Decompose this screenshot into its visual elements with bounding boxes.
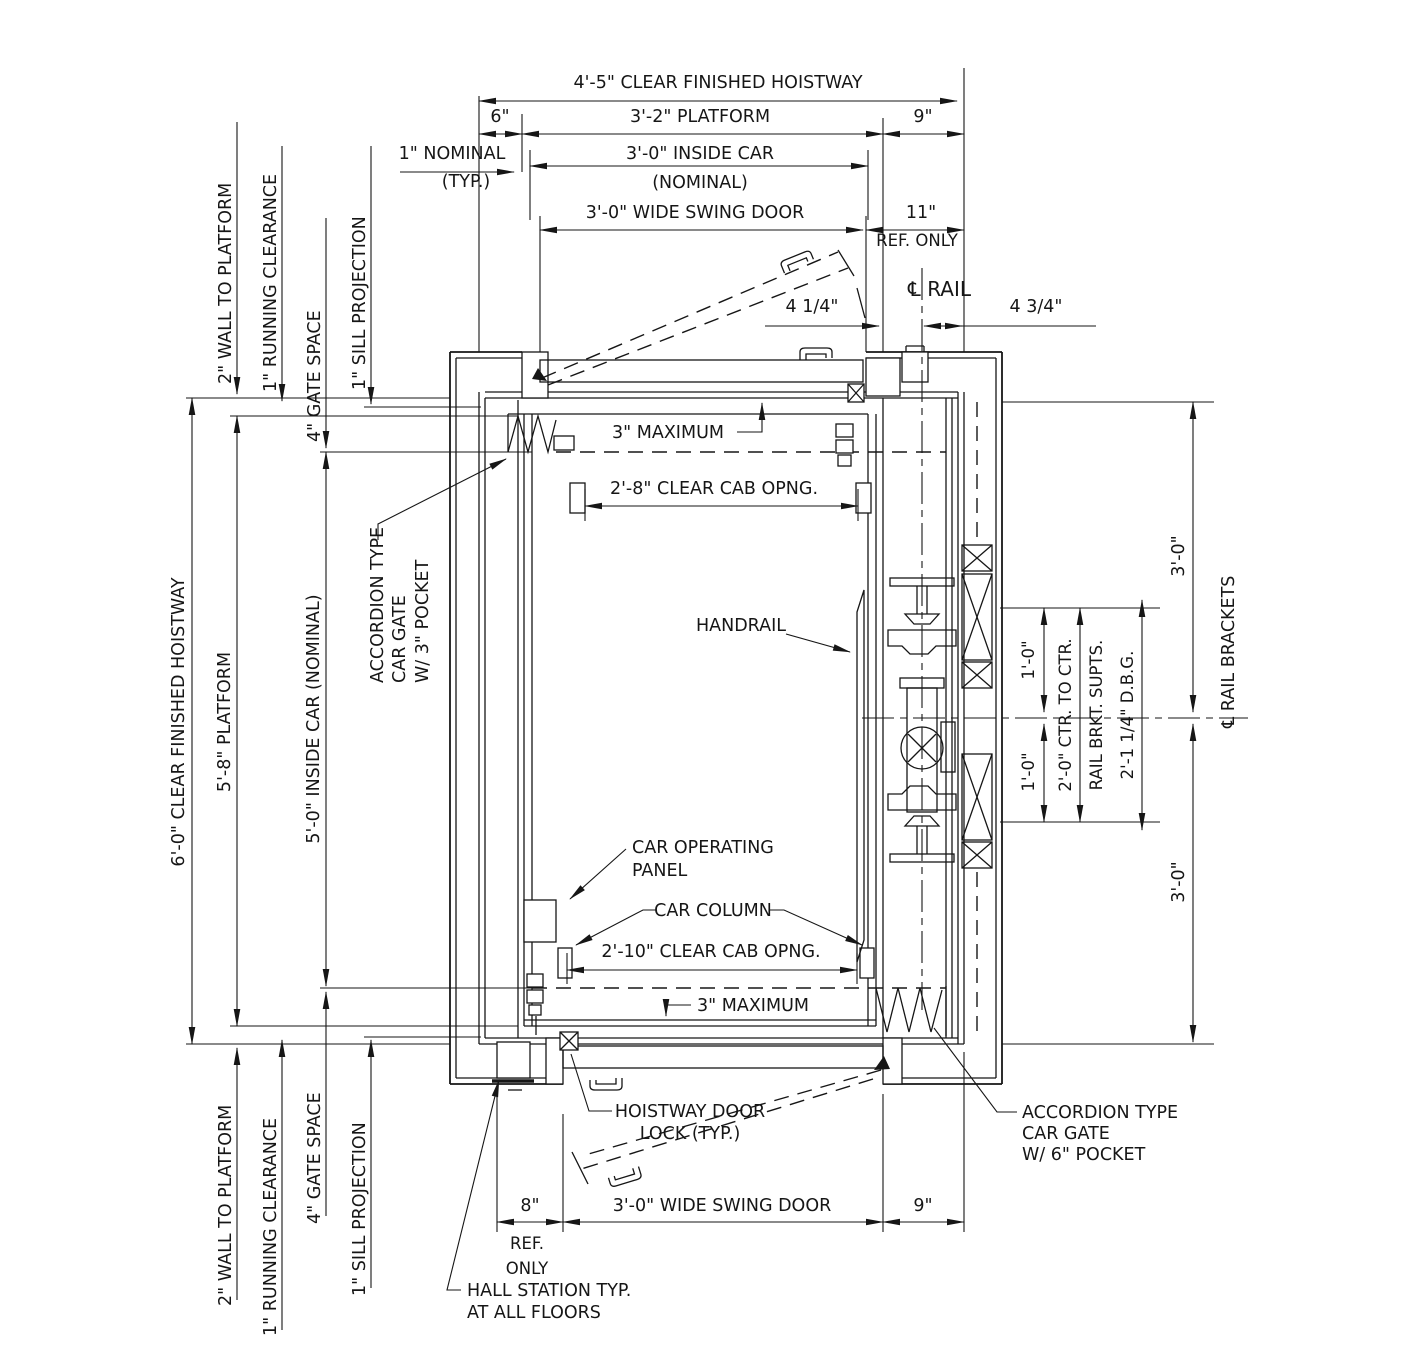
dim-6in: 6" [490,107,509,127]
rail-assembly [862,268,1248,1036]
label-sill-projection-bottom: 1" SILL PROJECTION [350,1122,370,1296]
label-car-column: CAR COLUMN [654,901,772,921]
guide-rail-bottom [887,785,957,863]
dim-clear-cab-top: 2'-8" CLEAR CAB OPNG. [610,479,818,499]
dimensions-left: 6'-0" CLEAR FINISHED HOISTWAY 5'-8" PLAT… [169,122,532,1336]
dim-1ft-bottom: 1'-0" [1019,752,1038,791]
annotations: 3" MAXIMUM 2'-8" CLEAR CAB OPNG. HANDRAI… [368,402,1178,1323]
hoistway-door-lock-bottom [559,1031,579,1051]
bottom-door-handle [589,1078,623,1091]
label-gate-left-2: CAR GATE [390,595,410,683]
label-ref-bottom-2: ONLY [506,1259,549,1278]
bottom-door-open-dashed [571,1069,882,1187]
label-hall-station-2: AT ALL FLOORS [467,1303,601,1323]
guide-rail-top [887,577,957,655]
top-door-handle [799,347,833,360]
swing-doors [532,249,890,1187]
top-open-door-handle [780,250,815,274]
dim-5-0-inside-car: 5'-0" INSIDE CAR (NOMINAL) [304,594,324,843]
top-door-open-dashed [541,249,866,386]
dim-clear-hoistway: 4'-5" CLEAR FINISHED HOISTWAY [573,73,862,93]
car-operating-panel-box [523,899,557,943]
label-gate-space-bottom: 4" GATE SPACE [305,1092,325,1224]
label-gate-left-1: ACCORDION TYPE [368,527,388,683]
label-gate-right-2: CAR GATE [1022,1124,1110,1144]
dim-swing-door-top: 3'-0" WIDE SWING DOOR [586,203,805,223]
accordion-gate-bottom-right [875,986,947,1036]
accordion-gate-top-left [507,413,575,455]
gate-operator-bottom [526,973,544,1035]
bottom-door-hinge [874,1056,890,1070]
bottom-door-panel [562,1045,884,1069]
rail-mount-box [901,351,929,383]
label-gate-right-3: W/ 6" POCKET [1022,1145,1146,1165]
dim-inside-car-nominal: (NOMINAL) [652,173,748,193]
dim-5-8-platform: 5'-8" PLATFORM [215,652,235,792]
label-sill-projection-top: 1" SILL PROJECTION [350,216,370,390]
gate-operator-top [835,423,854,467]
dimensions-bottom: 8" REF. ONLY 3'-0" WIDE SWING DOOR 9" [496,1052,965,1278]
label-door-lock-1: HOISTWAY DOOR [615,1102,765,1122]
label-3in-max-top: 3" MAXIMUM [612,423,724,443]
dim-ctr-to-ctr-1: 2'-0" CTR. TO CTR. [1056,638,1075,791]
label-ref-bottom-1: REF. [510,1234,544,1253]
car-column-right [859,947,875,979]
label-door-lock-2: LOCK (TYP.) [640,1124,741,1144]
dim-ctr-to-ctr-2: RAIL BRKT. SUPTS. [1087,640,1106,791]
label-running-clearance-top: 1" RUNNING CLEARANCE [261,174,281,392]
label-wall-to-platform-bottom: 2" WALL TO PLATFORM [216,1105,236,1306]
label-1in-nominal-typ: (TYP.) [442,172,490,192]
dim-8in: 8" [520,1196,539,1216]
gate-pocket-right-wall [961,402,993,1036]
label-cop-2: PANEL [632,861,688,881]
cab-post-top-right [855,482,872,514]
top-door-panel [539,359,864,383]
dim-1ft-top: 1'-0" [1019,640,1038,679]
elevator-car [507,413,947,1036]
car-column-left [557,947,573,979]
label-gate-space-top: 4" GATE SPACE [305,310,325,442]
hoistway-door-lock-top [847,383,865,403]
dim-4-1-4: 4 1/4" [786,297,839,317]
label-running-clearance-bottom: 1" RUNNING CLEARANCE [261,1118,281,1336]
label-gate-right-1: ACCORDION TYPE [1022,1103,1178,1123]
dim-11in: 11" [906,203,936,223]
dim-swing-door-bottom: 3'-0" WIDE SWING DOOR [613,1196,832,1216]
dim-platform: 3'-2" PLATFORM [630,107,770,127]
label-hall-station-1: HALL STATION TYP. [467,1281,631,1301]
label-cop-1: CAR OPERATING [632,838,774,858]
dimensions-right: 3'-0" 3'-0" ℄ RAIL BRACKETS 1'-0" 1'-0" … [1000,401,1239,1045]
dim-3ft-top: 3'-0" [1169,535,1189,576]
dim-inside-car: 3'-0" INSIDE CAR [626,144,774,164]
label-cl-rail: ℄ RAIL [907,277,972,301]
cab-post-top-left [569,482,586,514]
dim-9in-bottom: 9" [913,1196,932,1216]
label-cl-rail-brackets: ℄ RAIL BRACKETS [1219,576,1239,729]
dim-4-3-4: 4 3/4" [1010,297,1063,317]
label-wall-to-platform-top: 2" WALL TO PLATFORM [216,183,236,384]
dim-6ft-hoistway: 6'-0" CLEAR FINISHED HOISTWAY [169,577,189,866]
handrail-bar [856,589,865,963]
label-3in-max-bottom: 3" MAXIMUM [697,996,809,1016]
label-handrail: HANDRAIL [696,616,786,636]
dim-clear-cab-bottom: 2'-10" CLEAR CAB OPNG. [601,942,820,962]
dimensions-top: 4'-5" CLEAR FINISHED HOISTWAY 6" 3'-2" P… [399,68,1096,352]
dim-3ft-bottom: 3'-0" [1169,861,1189,902]
dim-9in: 9" [913,107,932,127]
label-1in-nominal: 1" NOMINAL [399,144,506,164]
hydraulic-cylinder [899,677,956,813]
label-gate-left-3: W/ 3" POCKET [413,559,433,683]
label-ref-only-top: REF. ONLY [876,231,959,250]
bottom-open-door-handle [607,1166,642,1187]
dim-dbg: 2'-1 1/4" D.B.G. [1118,651,1137,780]
door-jamb-top-right [865,357,901,397]
